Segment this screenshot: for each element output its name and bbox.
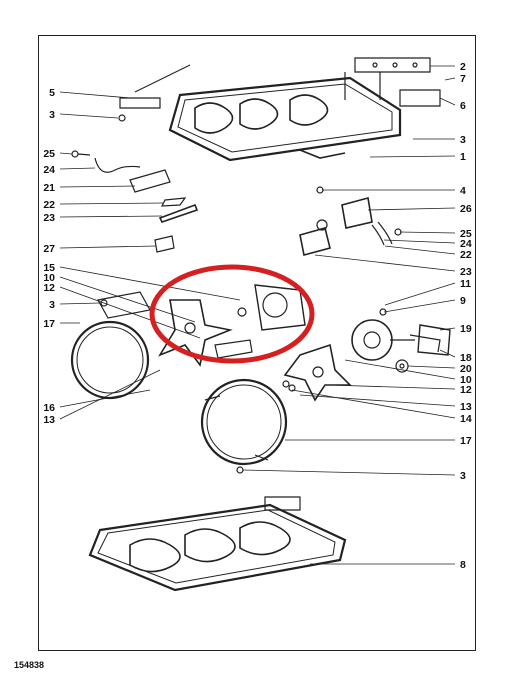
right-callout-1: 7 <box>460 73 466 85</box>
thermostat-probe-part-5 <box>118 64 191 122</box>
right-callout-18: 13 <box>460 401 472 413</box>
left-callout-7: 27 <box>43 243 55 255</box>
left-callout-11: 3 <box>49 299 55 311</box>
right-callout-15: 20 <box>460 363 472 375</box>
left-callout-6: 23 <box>43 212 55 224</box>
left-callout-1: 3 <box>49 109 55 121</box>
right-callout-5: 4 <box>460 185 466 197</box>
right-callout-12: 9 <box>460 295 466 307</box>
bottom-heating-element <box>88 496 347 592</box>
right-callout-11: 11 <box>460 278 471 290</box>
right-callout-10: 23 <box>460 266 472 278</box>
right-callout-17: 12 <box>460 384 472 396</box>
right-callout-0: 2 <box>460 61 466 73</box>
left-callout-0: 5 <box>49 87 55 99</box>
left-callout-12: 17 <box>43 318 55 330</box>
left-callout-2: 25 <box>43 148 55 160</box>
left-callout-9: 10 <box>43 272 55 284</box>
right-callout-16: 10 <box>460 374 472 386</box>
right-callout-7: 25 <box>460 228 472 240</box>
left-callout-4: 21 <box>43 182 55 194</box>
diagram-frame <box>38 35 476 651</box>
highlight-circle <box>149 264 315 364</box>
right-callout-8: 24 <box>460 238 472 250</box>
wiring-parts-left <box>71 150 199 253</box>
circular-heating-element-right <box>200 378 288 474</box>
right-callout-19: 14 <box>460 413 472 425</box>
right-callout-22: 8 <box>460 559 466 571</box>
control-parts-right <box>299 186 402 256</box>
left-callout-10: 12 <box>43 282 55 294</box>
left-callout-13: 16 <box>43 402 55 414</box>
fan-blade-right <box>282 343 352 402</box>
right-callout-3: 3 <box>460 134 466 146</box>
right-callout-6: 26 <box>460 203 472 215</box>
right-callout-4: 1 <box>460 151 466 163</box>
left-callout-8: 15 <box>43 262 55 274</box>
right-callout-20: 17 <box>460 435 472 447</box>
right-callout-13: 19 <box>460 323 472 335</box>
reference-code: 154838 <box>14 660 45 670</box>
right-callout-21: 3 <box>460 470 466 482</box>
top-grill-element <box>168 57 441 162</box>
left-callout-5: 22 <box>43 199 55 211</box>
right-callout-2: 6 <box>460 100 466 112</box>
right-callout-9: 22 <box>460 249 472 261</box>
left-callout-14: 13 <box>43 414 55 426</box>
left-callout-3: 24 <box>43 164 55 176</box>
fan-motor-right <box>351 308 451 373</box>
leader-lines <box>59 65 456 565</box>
right-callout-14: 18 <box>460 352 472 364</box>
circular-heating-element-left <box>70 291 151 400</box>
